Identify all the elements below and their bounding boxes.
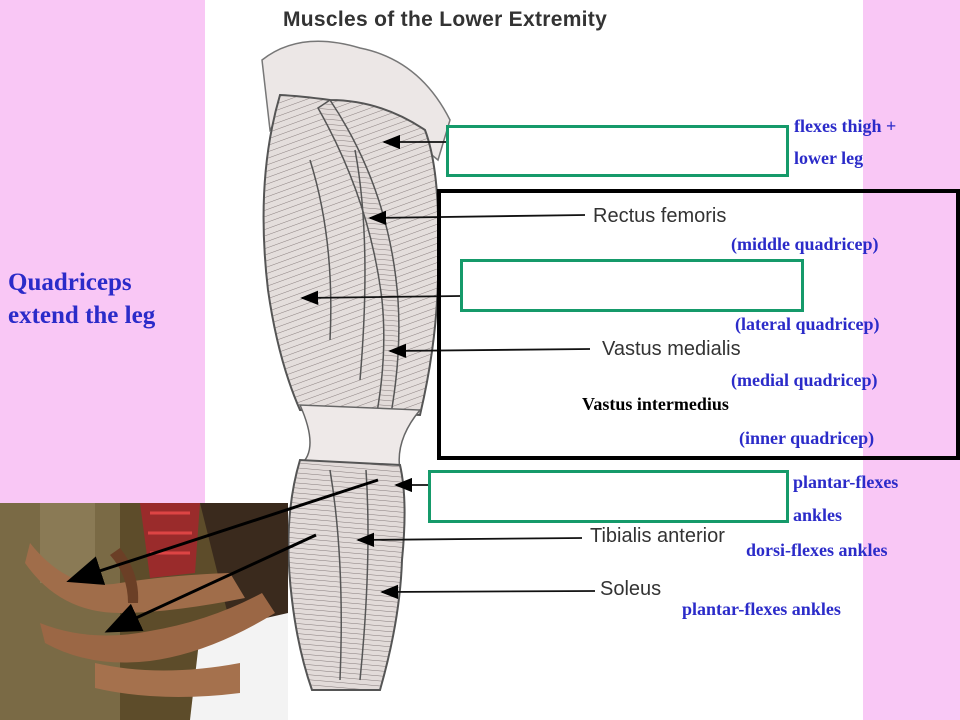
lower-leg-muscles [287,458,406,691]
label-soleus: Soleus [600,578,662,600]
vastus-intermedius-label: Vastus intermedius [582,394,729,414]
diagram-title: Muscles of the Lower Extremity [283,8,608,31]
tibialis-action: dorsi-flexes ankles [746,540,888,560]
vastus-intermedius-role: (inner quadricep) [739,428,875,448]
gastrocnemius-action-line2: ankles [793,505,843,525]
foot-demonstration-photo [0,503,288,720]
label-rectus-femoris: Rectus femoris [593,205,727,227]
vastus-medialis-role: (medial quadricep) [731,370,878,390]
side-note-line1: Quadriceps [8,269,132,296]
rectus-femoris-role: (middle quadricep) [731,234,879,254]
vastus-lateralis-role: (lateral quadricep) [735,314,880,334]
label-vastus-medialis: Vastus medialis [602,338,741,360]
diagram-arrows [300,134,596,600]
soleus-action: plantar-flexes ankles [682,599,841,619]
sartorius-action-line2: lower leg [794,148,864,168]
gastrocnemius-action-line1: plantar-flexes [793,472,899,492]
blank-label-box-gastrocnemius [428,470,789,523]
sartorius-action-line1: flexes thigh + [794,116,897,136]
label-tibialis-anterior: Tibialis anterior [590,525,725,547]
quadriceps-side-note: Quadriceps extend the leg [8,266,155,332]
side-note-line2: extend the leg [8,302,156,329]
quadriceps-group-frame [437,189,960,460]
blank-label-box-sartorius [446,125,789,177]
blank-label-box-vastus-lateralis [460,259,804,312]
